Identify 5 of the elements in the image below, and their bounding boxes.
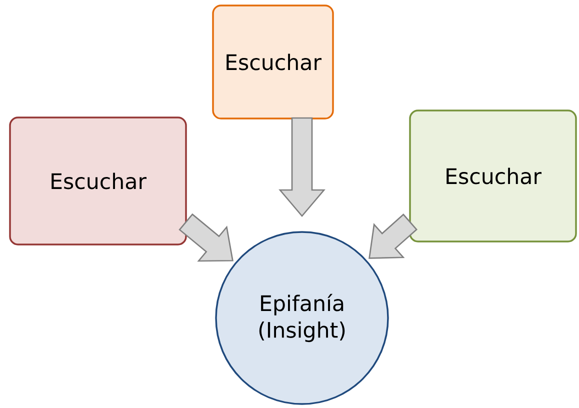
process-box: Escuchar [9,116,187,246]
process-box: Escuchar [409,110,577,242]
block-arrow [278,117,326,218]
circle-node: Epifanía (Insight) [215,231,389,405]
process-box: Escuchar [212,4,334,120]
